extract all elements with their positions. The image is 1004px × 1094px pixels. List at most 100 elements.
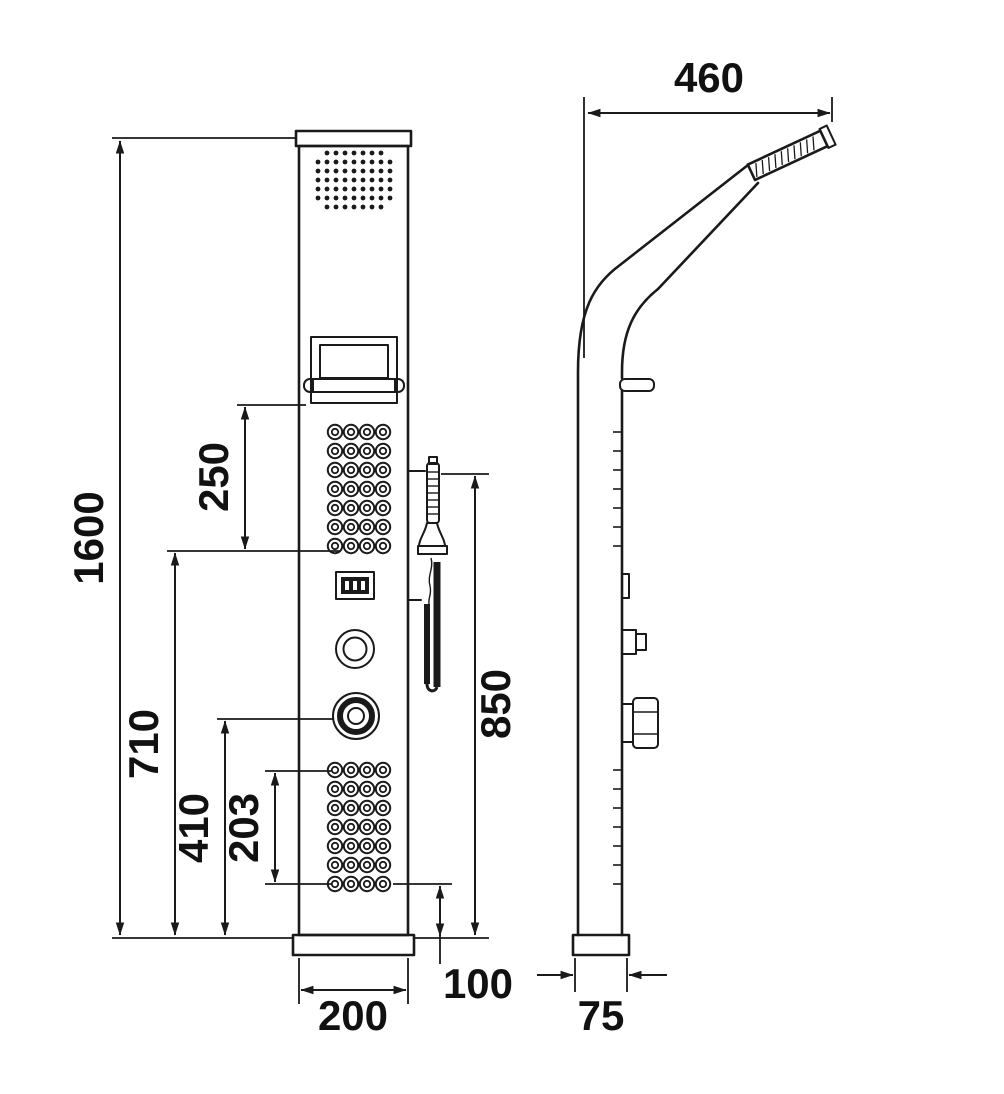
spray-dot <box>342 150 348 156</box>
jet-nozzle <box>326 780 344 798</box>
dim-label-panel-width: 200 <box>318 992 388 1039</box>
jet-nozzle-center <box>330 522 340 532</box>
spray-dot <box>360 168 366 174</box>
spray-dot <box>387 177 393 183</box>
dim-lower-jets: 203 <box>220 772 280 883</box>
jet-nozzle <box>326 480 344 498</box>
spray-dot <box>387 195 393 201</box>
jet-nozzle <box>342 875 360 893</box>
jet-nozzle <box>358 442 376 460</box>
jet-nozzle-center <box>330 860 340 870</box>
jet-nozzle-center <box>378 784 388 794</box>
spray-dot <box>315 159 321 165</box>
jet-nozzle <box>358 780 376 798</box>
jet-nozzle <box>374 461 392 479</box>
hose-upper <box>428 557 433 605</box>
jet-nozzle-center <box>330 841 340 851</box>
digital-display <box>335 571 375 600</box>
hatch-line <box>761 160 764 175</box>
spray-dot <box>333 159 339 165</box>
jet-nozzle <box>326 518 344 536</box>
jet-nozzle-center <box>330 803 340 813</box>
jet-nozzle <box>326 818 344 836</box>
jet-nozzle <box>342 837 360 855</box>
hose-loop-bottom <box>425 683 439 693</box>
jet-nozzle-center <box>378 803 388 813</box>
spray-dot <box>378 177 384 183</box>
jet-nozzle <box>326 537 344 555</box>
spray-dot <box>333 204 339 210</box>
jet-nozzle-center <box>378 765 388 775</box>
jet-nozzle <box>358 461 376 479</box>
jet-nozzle <box>358 518 376 536</box>
panel-top-cap <box>294 129 413 148</box>
spray-dot <box>315 168 321 174</box>
display-digit <box>353 581 357 590</box>
dim-label-head-projection: 460 <box>674 54 744 101</box>
jet-nozzle-center <box>346 879 356 889</box>
spray-dot <box>360 186 366 192</box>
jet-nozzle-center <box>362 803 372 813</box>
jet-nozzle <box>374 499 392 517</box>
jet-nozzle <box>342 518 360 536</box>
jet-nozzle-center <box>346 484 356 494</box>
jet-nozzle-center <box>346 465 356 475</box>
jet-nozzle-center <box>362 841 372 851</box>
jet-nozzle-center <box>378 427 388 437</box>
jet-nozzle-center <box>378 822 388 832</box>
jet-nozzle-center <box>362 784 372 794</box>
hatch-line <box>786 148 790 163</box>
spray-dot <box>324 204 330 210</box>
jet-nozzle-center <box>346 860 356 870</box>
spray-dot <box>378 204 384 210</box>
jet-nozzle-center <box>378 446 388 456</box>
jet-nozzle-center <box>346 427 356 437</box>
jet-nozzle <box>342 780 360 798</box>
jet-nozzle <box>374 780 392 798</box>
jet-nozzle-center <box>346 822 356 832</box>
jet-nozzle-center <box>346 522 356 532</box>
thermostat-knob-ring <box>337 697 375 735</box>
dim-label-panel-depth: 75 <box>578 992 625 1039</box>
jet-nozzle-center <box>362 484 372 494</box>
spray-dot <box>315 186 321 192</box>
thermostat-knob <box>332 692 380 740</box>
dim-label-bottom-offset: 100 <box>443 960 513 1007</box>
dim-label-mid-section: 710 <box>120 709 167 779</box>
jet-nozzle-center <box>378 860 388 870</box>
spray-dot <box>360 204 366 210</box>
hand-shower-grip-lines <box>428 471 438 515</box>
diverter-knob-side-cap <box>635 633 647 651</box>
jet-nozzle-center <box>330 879 340 889</box>
spray-dot <box>324 159 330 165</box>
spray-dot <box>351 168 357 174</box>
jet-nozzle-center <box>362 765 372 775</box>
spray-dot <box>333 177 339 183</box>
base-side <box>571 933 631 957</box>
diverter-knob-outer <box>335 629 375 669</box>
jet-nozzle-center <box>362 860 372 870</box>
jet-nozzle <box>374 856 392 874</box>
spray-dot <box>387 186 393 192</box>
dimensions: 1600 710 410 250 203 850 100 200 <box>65 54 831 1039</box>
jet-nozzle-center <box>346 841 356 851</box>
jet-nozzle <box>342 856 360 874</box>
display-digit <box>361 581 365 590</box>
panel-base <box>291 933 416 957</box>
hatch-line <box>774 154 777 169</box>
jet-nozzle-center <box>330 465 340 475</box>
rain-head-spray-dots <box>315 150 393 210</box>
overhead-arm-hatch <box>755 136 815 177</box>
hatch-line <box>793 145 796 160</box>
jet-nozzle <box>358 799 376 817</box>
hatch-line <box>799 142 802 157</box>
jet-nozzle <box>326 499 344 517</box>
spray-dot <box>378 150 384 156</box>
jet-nozzle-center <box>378 841 388 851</box>
spray-dot <box>342 186 348 192</box>
spray-dot <box>369 168 375 174</box>
jet-nozzle <box>374 875 392 893</box>
towel-bar <box>303 378 405 393</box>
